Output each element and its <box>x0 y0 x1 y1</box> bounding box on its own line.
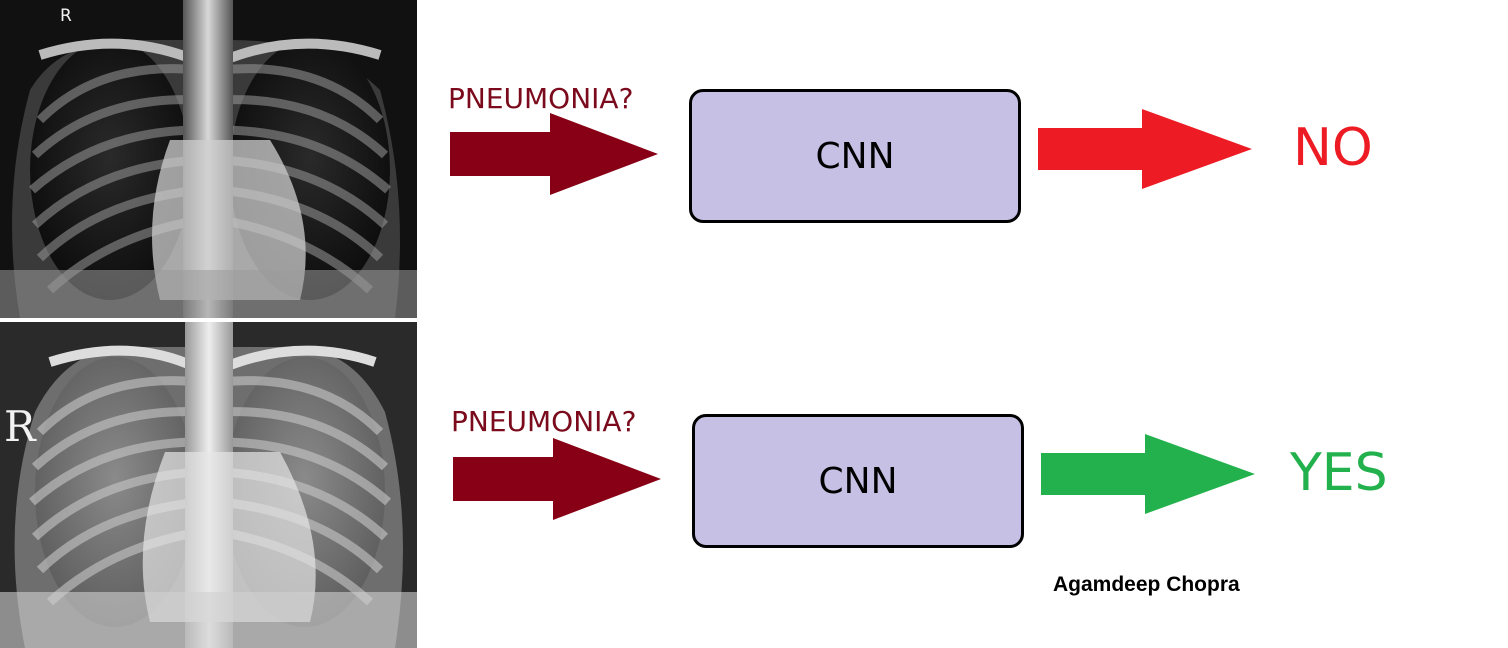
xray-drawing <box>0 322 417 648</box>
author-credit: Agamdeep Chopra <box>1053 573 1240 596</box>
output-arrow-no <box>1038 109 1252 189</box>
side-marker-label: R <box>4 402 36 451</box>
input-arrow <box>453 438 661 520</box>
prediction-answer-no: NO <box>1293 118 1373 178</box>
cnn-model-box: CNN <box>689 89 1021 223</box>
cnn-model-label: CNN <box>818 460 898 502</box>
input-arrow-shape <box>450 113 658 195</box>
chest-xray-image-pneumonia: R <box>0 322 417 648</box>
pneumonia-question-label: PNEUMONIA? <box>451 405 637 438</box>
chest-xray-image-normal: R <box>0 0 417 318</box>
xray-drawing <box>0 0 417 318</box>
output-arrow-yes <box>1041 434 1255 514</box>
cnn-model-label: CNN <box>815 135 895 177</box>
pneumonia-question-label: PNEUMONIA? <box>448 82 634 115</box>
input-arrow <box>450 113 658 195</box>
output-arrow-shape <box>1041 434 1255 514</box>
side-marker-label: R <box>60 6 72 26</box>
output-arrow-shape <box>1038 109 1252 189</box>
input-arrow-shape <box>453 438 661 520</box>
prediction-answer-yes: YES <box>1290 443 1388 503</box>
cnn-model-box: CNN <box>692 414 1024 548</box>
